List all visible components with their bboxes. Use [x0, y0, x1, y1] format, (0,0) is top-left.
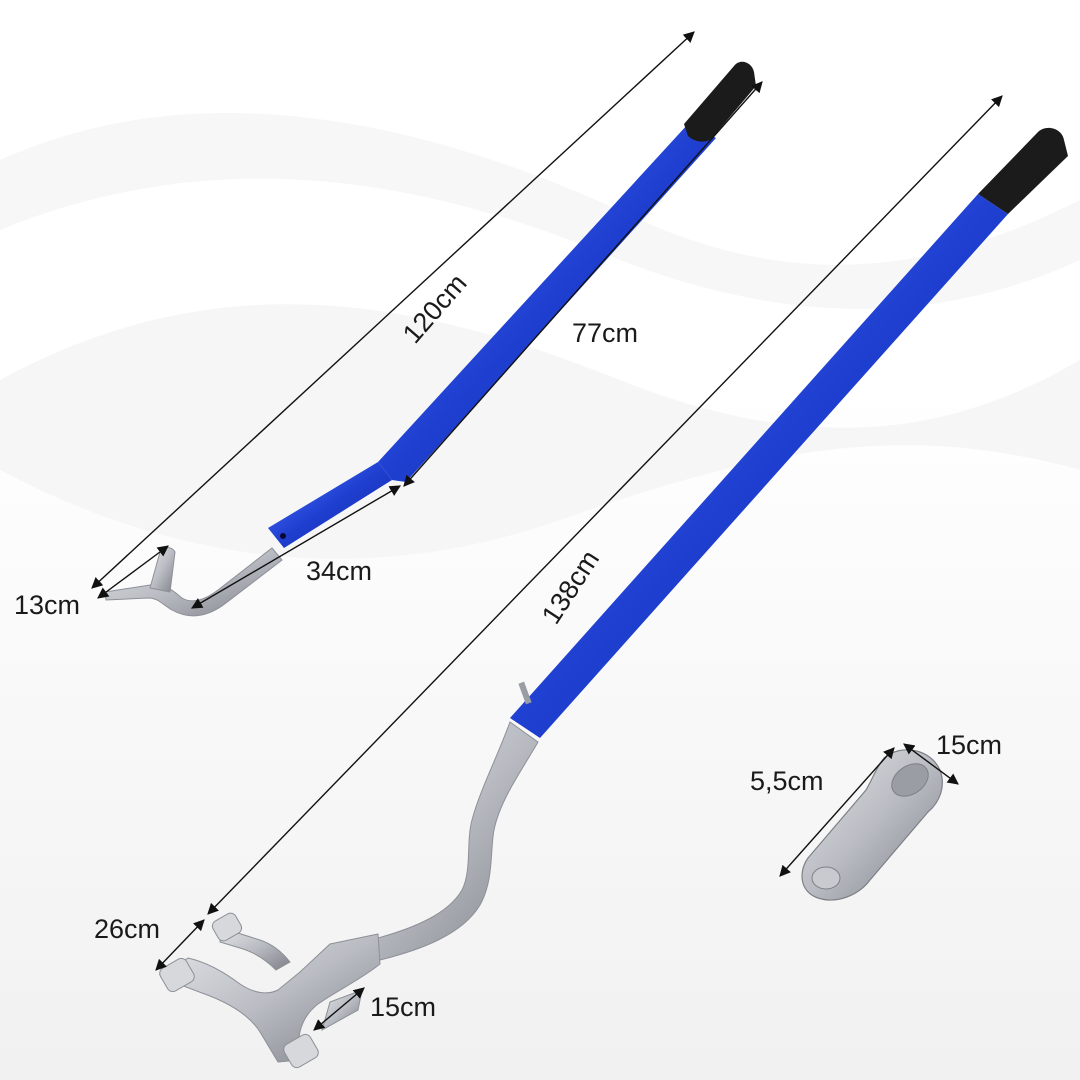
label-shaft-length-short: 34cm	[306, 556, 372, 586]
clip-adapter-ball	[811, 866, 841, 890]
long-bar-roller-bottom	[283, 1033, 319, 1069]
long-bar-head-arm	[219, 927, 291, 971]
label-length-clip: 5,5cm	[750, 766, 824, 796]
dim-line-5-5	[779, 747, 895, 877]
dim-line-15-clip	[903, 743, 959, 785]
dimension-lines	[91, 31, 1003, 1031]
label-handle-length-short: 77cm	[572, 318, 638, 348]
dim-line-26	[155, 919, 205, 971]
long-bar-grip	[978, 127, 1068, 214]
dim-line-15-head	[313, 987, 365, 1031]
dim-line-138	[207, 95, 1003, 915]
label-head-width-long: 26cm	[94, 914, 160, 944]
short-bar-rivet	[280, 533, 286, 539]
label-head-depth-long: 15cm	[370, 992, 436, 1022]
label-width-clip: 15cm	[936, 730, 1002, 760]
label-tip-length-short: 13cm	[14, 590, 80, 620]
dim-line-13	[97, 545, 169, 599]
long-bar-roller-top	[211, 912, 243, 942]
